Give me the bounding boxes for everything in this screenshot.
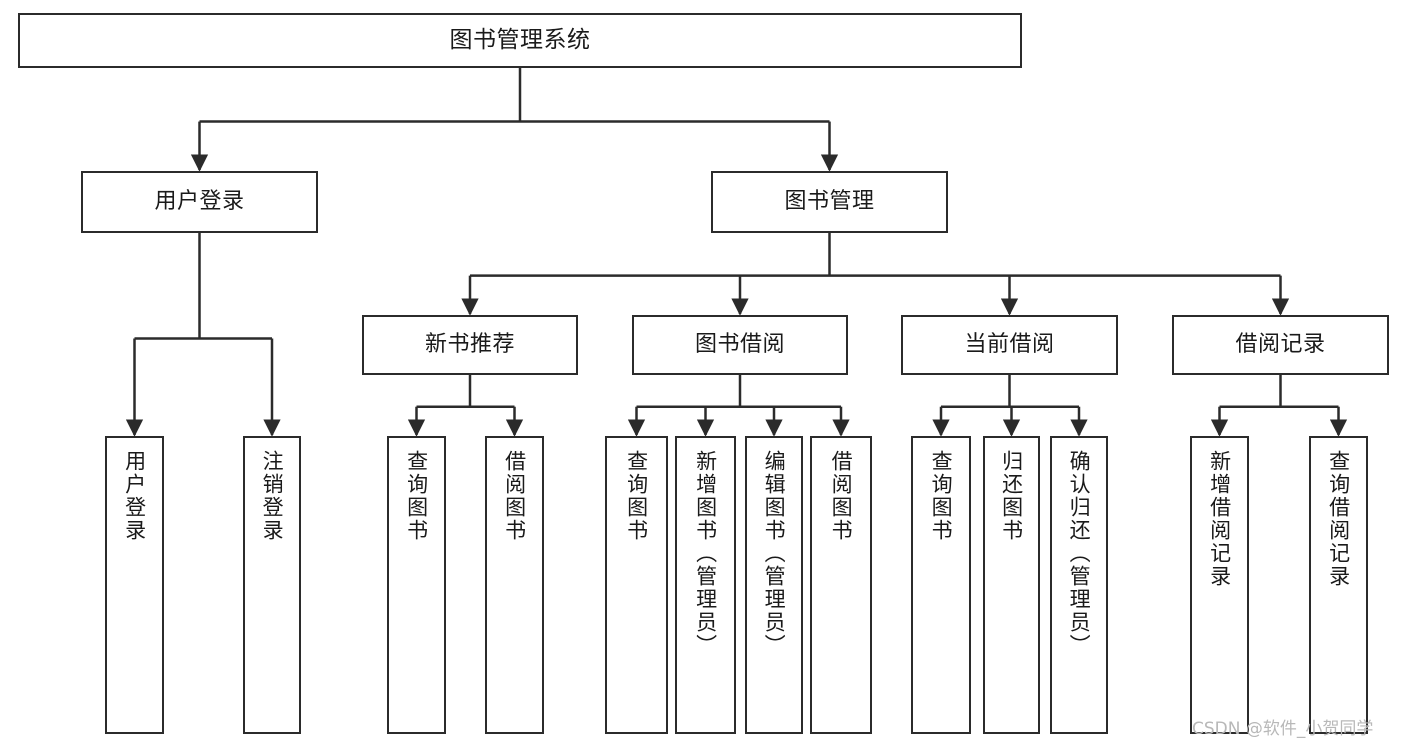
node-label: 图书管理系统: [449, 26, 591, 53]
node-l3-current: 当前借阅: [901, 315, 1118, 375]
node-leaf-borrowbook2: 借阅图书: [810, 436, 872, 734]
node-leaf-login: 用户登录: [105, 436, 164, 734]
node-label: 归还图书: [999, 450, 1024, 542]
node-l2-login: 用户登录: [81, 171, 318, 233]
node-l3-borrow: 图书借阅: [632, 315, 848, 375]
node-label: 借阅记录: [1235, 331, 1326, 357]
node-label: 新增借阅记录: [1207, 450, 1232, 588]
node-label: 用户登录: [122, 450, 147, 542]
node-label: 查询图书: [404, 450, 429, 542]
node-leaf-logout: 注销登录: [243, 436, 301, 734]
node-root: 图书管理系统: [18, 13, 1022, 68]
node-label: 用户登录: [154, 188, 245, 214]
node-label: 新增图书（管理员）: [693, 450, 718, 657]
node-leaf-editbook: 编辑图书（管理员）: [745, 436, 803, 734]
node-l3-record: 借阅记录: [1172, 315, 1389, 375]
node-label: 编辑图书（管理员）: [762, 450, 787, 657]
node-l2-bookmgr: 图书管理: [711, 171, 948, 233]
node-leaf-querybook2: 查询图书: [605, 436, 668, 734]
node-leaf-confirm: 确认归还（管理员）: [1050, 436, 1108, 734]
node-label: 查询借阅记录: [1326, 450, 1351, 588]
node-label: 确认归还（管理员）: [1067, 450, 1092, 657]
node-leaf-borrowbook1: 借阅图书: [485, 436, 544, 734]
node-leaf-addbook: 新增图书（管理员）: [675, 436, 736, 734]
node-label: 当前借阅: [964, 331, 1055, 357]
csdn-watermark: CSDN @软件_小贺同学: [1192, 719, 1374, 739]
node-label: 查询图书: [929, 450, 954, 542]
node-l3-newbook: 新书推荐: [362, 315, 578, 375]
node-leaf-returnbook: 归还图书: [983, 436, 1040, 734]
node-label: 注销登录: [260, 450, 285, 542]
node-label: 新书推荐: [424, 331, 515, 357]
node-leaf-querybook1: 查询图书: [387, 436, 446, 734]
node-leaf-addrecord: 新增借阅记录: [1190, 436, 1249, 734]
node-leaf-querybook3: 查询图书: [911, 436, 971, 734]
node-label: 图书管理: [784, 188, 875, 214]
node-label: 借阅图书: [502, 450, 527, 542]
node-label: 图书借阅: [694, 331, 785, 357]
node-label: 查询图书: [624, 450, 649, 542]
node-leaf-queryrecord: 查询借阅记录: [1309, 436, 1368, 734]
node-label: 借阅图书: [829, 450, 854, 542]
